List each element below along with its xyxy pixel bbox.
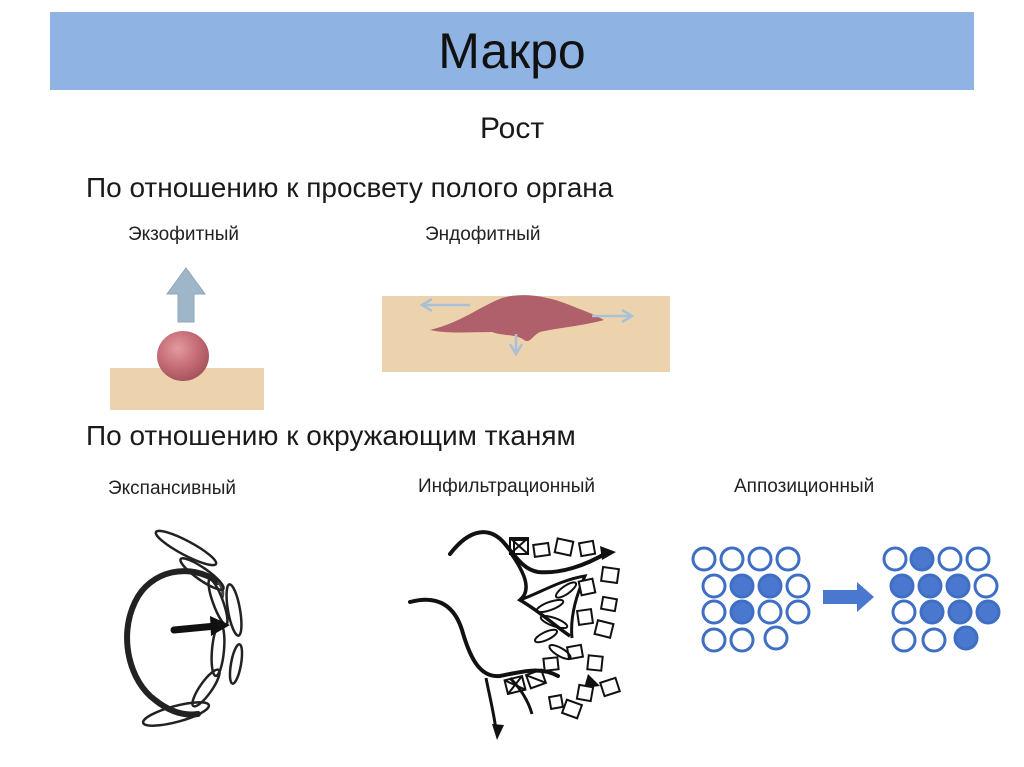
- normal-cell: [719, 546, 745, 572]
- tumor-cell: [947, 599, 973, 625]
- normal-cell: [891, 599, 917, 625]
- down-arrow-icon: [508, 334, 524, 357]
- tumor-cell: [909, 546, 935, 572]
- appositional-diagram: [691, 546, 1001, 653]
- normal-cell: [757, 599, 783, 625]
- infiltrative-diagram: [408, 530, 622, 740]
- normal-cell: [729, 627, 755, 653]
- normal-cell: [763, 625, 789, 651]
- label-exophytic: Экзофитный: [128, 224, 239, 245]
- normal-cell: [701, 573, 727, 599]
- spread-arrow-icon: [600, 546, 616, 560]
- tumor-cell: [975, 599, 1001, 625]
- tumor-cell: [917, 573, 943, 599]
- normal-cell: [785, 599, 811, 625]
- label-expansive: Экспансивный: [108, 478, 236, 499]
- cells-before: [691, 546, 811, 653]
- normal-cell: [965, 546, 991, 572]
- normal-cell: [775, 546, 801, 572]
- subtitle: Рост: [479, 112, 545, 145]
- tumor-cell: [889, 573, 915, 599]
- label-infiltrative: Инфильтрационный: [418, 476, 596, 497]
- normal-cell: [747, 546, 773, 572]
- section-heading-tissue: По отношению к окружающим тканям: [86, 420, 576, 451]
- up-arrow-icon: [166, 267, 206, 323]
- push-arrow-icon: [170, 616, 230, 636]
- right-arrow-icon: [592, 308, 635, 324]
- label-appositional: Аппозиционный: [734, 476, 875, 497]
- normal-cell: [937, 546, 963, 572]
- transition-arrow-icon: [823, 582, 874, 612]
- left-arrow-icon: [419, 297, 470, 313]
- normal-cell: [785, 573, 811, 599]
- normal-cell: [973, 573, 999, 599]
- normal-cell: [882, 546, 908, 572]
- tumor-edge-lower: [408, 597, 560, 679]
- section-heading-lumen: По отношению к просвету полого органа: [86, 172, 614, 203]
- label-endophytic: Эндофитный: [425, 224, 541, 245]
- page-title: Макро: [438, 23, 586, 79]
- title-bar: Макро: [50, 12, 974, 90]
- tumor-boundary: [124, 568, 221, 718]
- exophytic-diagram: [110, 267, 264, 410]
- tumor-node: [157, 331, 209, 381]
- normal-cell: [691, 546, 717, 572]
- tumor-cell: [919, 599, 945, 625]
- tumor-cell: [729, 599, 755, 625]
- normal-cell: [701, 599, 727, 625]
- tumor-edge-upper: [448, 530, 610, 575]
- normal-cell: [701, 627, 727, 653]
- tumor-cell: [953, 625, 979, 651]
- expansive-diagram: [124, 529, 244, 727]
- normal-cell: [921, 627, 947, 653]
- endophytic-diagram: [382, 295, 670, 372]
- normal-cell: [891, 627, 917, 653]
- tumor-cell: [945, 573, 971, 599]
- cells-after: [882, 546, 1001, 653]
- tumor-cell: [729, 573, 755, 599]
- tumor-cell: [757, 573, 783, 599]
- tumor-infiltrate: [430, 295, 604, 342]
